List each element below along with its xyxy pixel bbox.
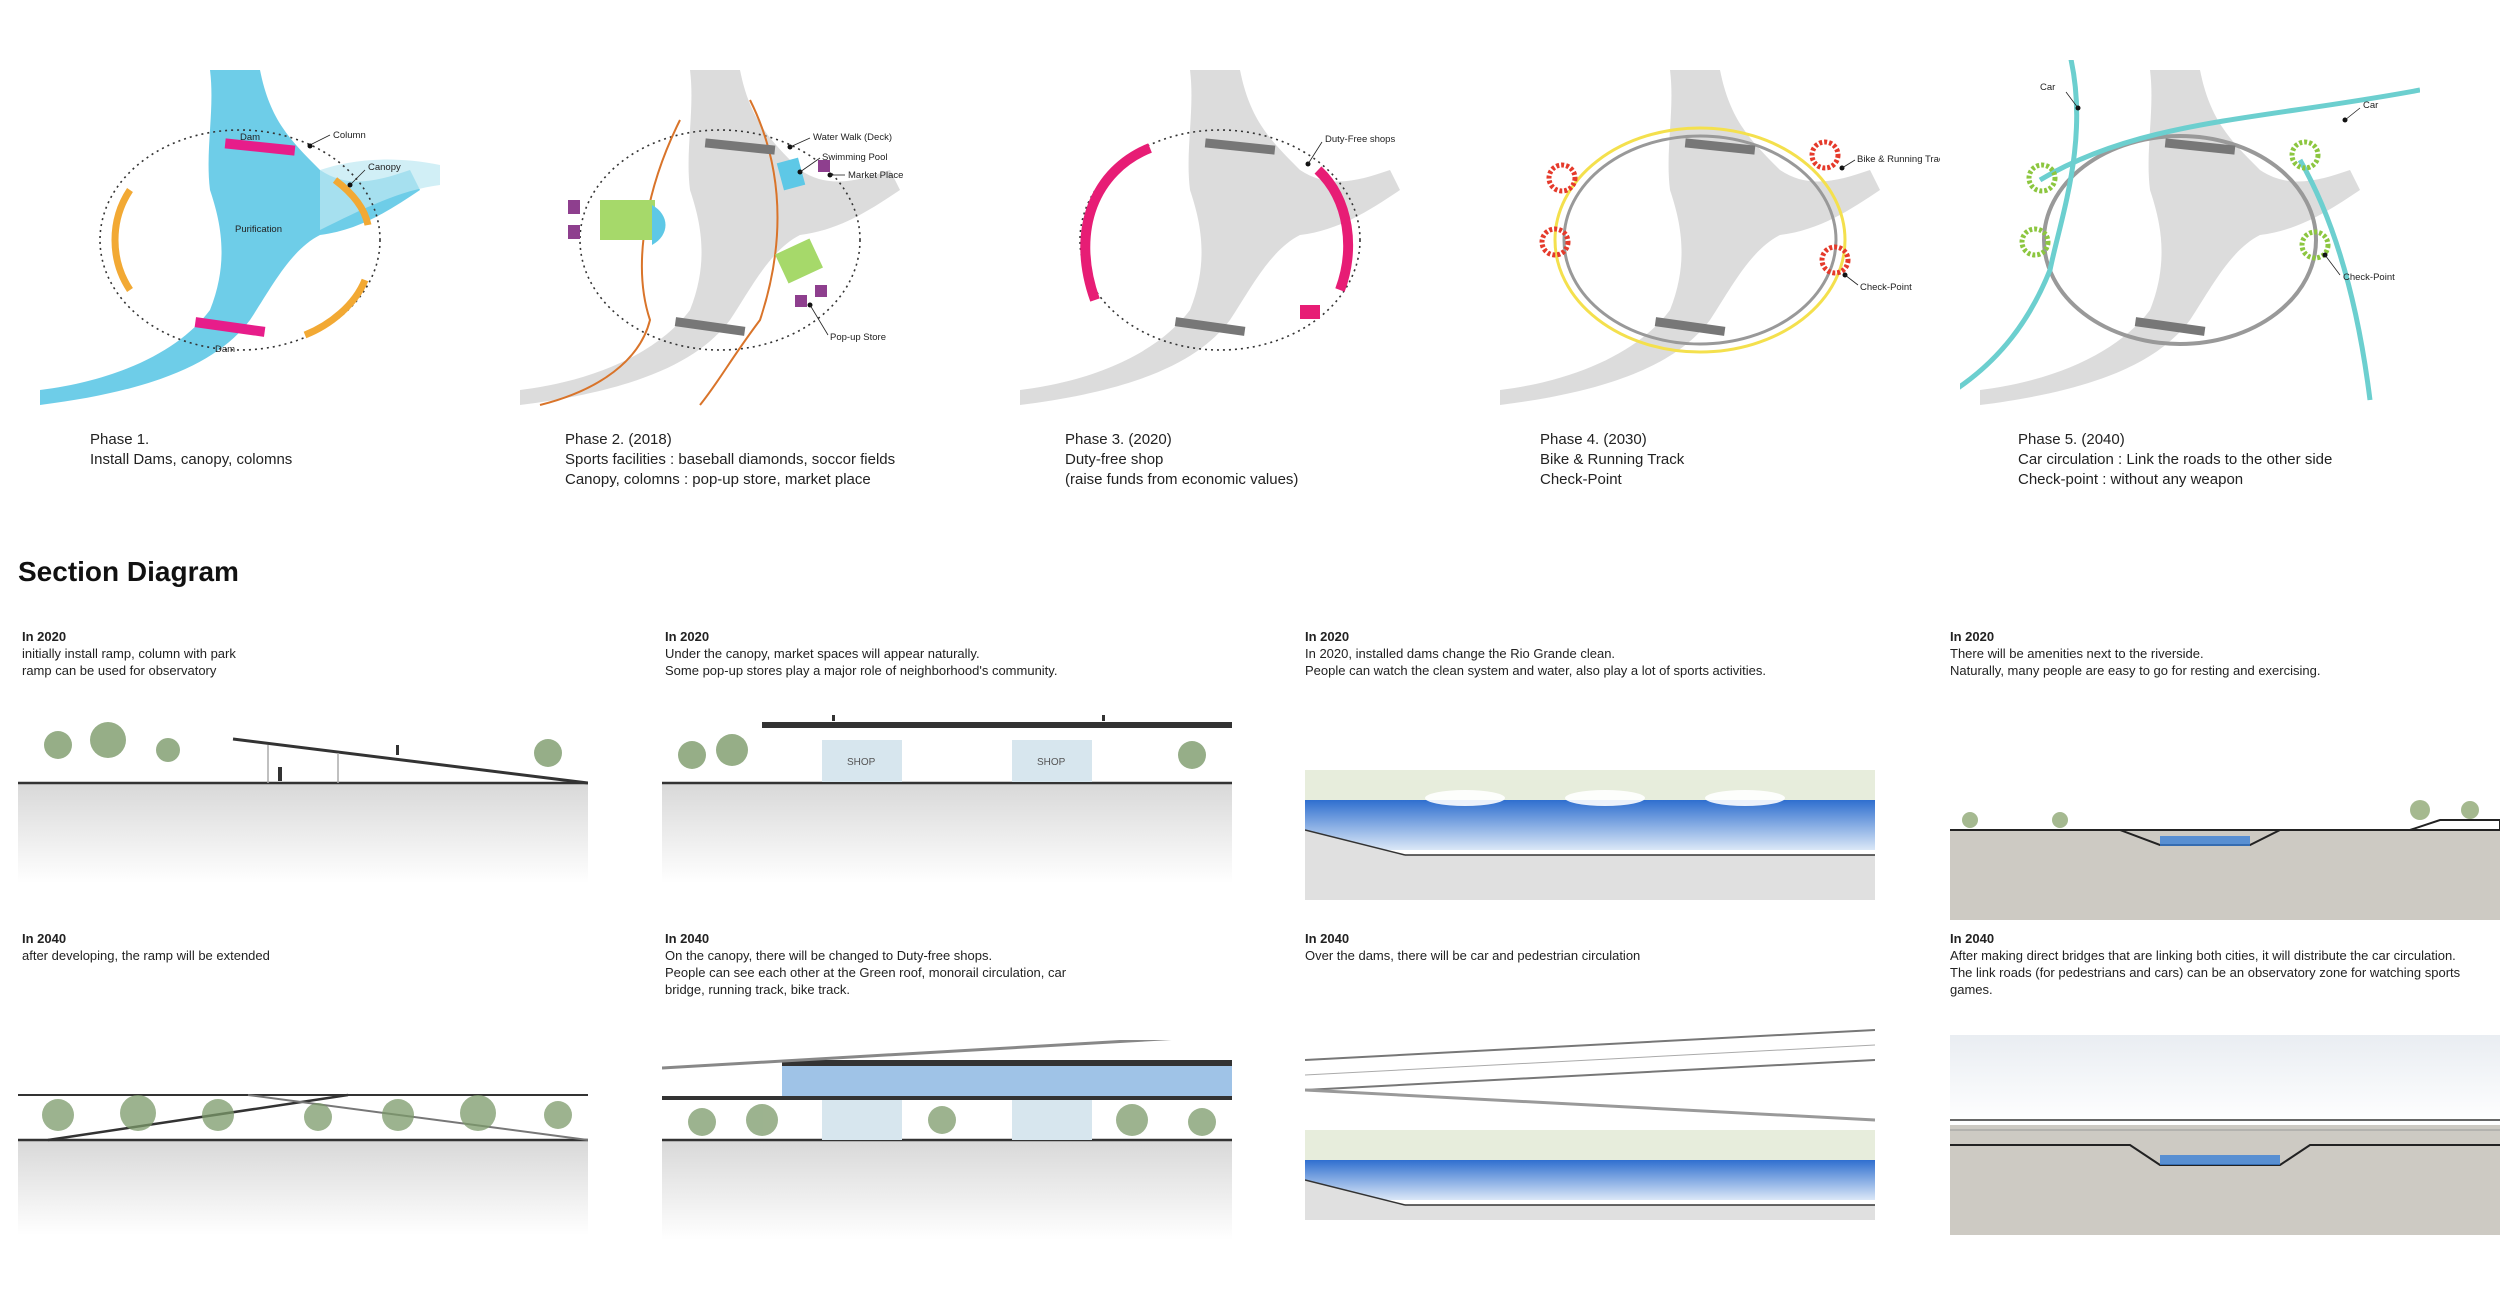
checkpoint-markers — [2019, 139, 2331, 261]
phase-5-caption: Phase 5. (2040) Car circulation : Link t… — [2018, 431, 2333, 488]
pool — [776, 157, 806, 191]
section-6-canopy-2040 — [662, 1040, 1232, 1240]
canopy-arc-left — [111, 188, 133, 292]
deck-bottom — [674, 317, 746, 336]
deck-top — [704, 138, 776, 155]
section-5-ramp-2040 — [18, 1093, 588, 1235]
checkpoint-markers — [1539, 139, 1851, 276]
label-popup: Pop-up Store — [830, 332, 886, 343]
dam-top — [224, 138, 296, 156]
phase-3-caption: Phase 3. (2020) Duty-free shop (raise fu… — [1065, 431, 1299, 488]
section-6-text: In 2040 On the canopy, there will be cha… — [665, 931, 1067, 997]
phase-2-caption: Phase 2. (2018) Sports facilities : base… — [565, 431, 896, 488]
label-dam-bottom: Dam — [215, 344, 235, 355]
section-5-text: In 2040 after developing, the ramp will … — [22, 931, 270, 963]
phase-5-diagram: Car Car Check-Point — [1960, 60, 2420, 405]
phase-4-caption: Phase 4. (2030) Bike & Running Track Che… — [1540, 431, 1685, 488]
section-8-bridge-2040 — [1950, 1035, 2500, 1235]
phase-3-diagram: Duty-Free shops — [1020, 70, 1400, 405]
section-2-canopy-2020: SHOP SHOP — [662, 715, 1232, 883]
phase-2-diagram: Water Walk (Deck) Swimming Pool Market P… — [520, 70, 903, 406]
label-car-1: Car — [2040, 82, 2055, 93]
dutyfree-arc-right — [1314, 166, 1354, 292]
person-silhouette — [278, 745, 399, 781]
section-4-riverside-2020 — [1950, 800, 2500, 920]
section-1-ramp-2020 — [18, 722, 588, 883]
section-4-text: In 2020 There will be amenities next to … — [1950, 629, 2321, 678]
label-checkpoint: Check-Point — [1860, 282, 1912, 293]
bike-track — [1553, 126, 1847, 354]
section-8-text: In 2040 After making direct bridges that… — [1950, 931, 2461, 997]
ring-path — [99, 129, 381, 351]
label-column: Column — [333, 130, 366, 141]
canopy-arc-right-bottom — [303, 278, 369, 339]
section-3-text: In 2020 In 2020, installed dams change t… — [1305, 629, 1767, 678]
canopy-arc-right-top — [332, 177, 372, 226]
label-pool: Swimming Pool — [822, 152, 887, 163]
section-3-dam-2020 — [1305, 770, 1875, 900]
section-diagram-title: Section Diagram — [18, 556, 239, 587]
shop-sign: SHOP — [847, 757, 876, 768]
label-market: Market Place — [848, 170, 903, 181]
soccer-field — [600, 200, 655, 240]
label-checkpoint: Check-Point — [2343, 272, 2395, 283]
label-car-2: Car — [2363, 100, 2378, 111]
label-canopy: Canopy — [368, 162, 401, 173]
label-dutyfree: Duty-Free shops — [1325, 134, 1395, 145]
shop-sign: SHOP — [1037, 757, 1066, 768]
section-1-text: In 2020 initially install ramp, column w… — [22, 629, 236, 678]
section-7-dam-2040 — [1305, 1029, 1875, 1220]
dam-bottom — [194, 317, 266, 337]
phase-1-diagram: Column Canopy Dam Purification Dam — [40, 70, 440, 405]
label-purification: Purification — [235, 224, 282, 235]
dutyfree-arc-left — [1080, 143, 1152, 302]
river-land — [520, 70, 900, 405]
phase-4-diagram: Bike & Running Track Check-Point — [1500, 70, 1940, 405]
label-dam-top: Dam — [240, 132, 260, 143]
section-2-text: In 2020 Under the canopy, market spaces … — [665, 629, 1058, 678]
phase-1-caption: Phase 1. Install Dams, canopy, colomns — [90, 431, 293, 468]
car-roads — [1960, 60, 2420, 401]
label-water-walk: Water Walk (Deck) — [813, 132, 892, 143]
section-7-text: In 2040 Over the dams, there will be car… — [1305, 931, 1641, 963]
river-water — [40, 70, 420, 405]
label-bike: Bike & Running Track — [1857, 154, 1940, 165]
